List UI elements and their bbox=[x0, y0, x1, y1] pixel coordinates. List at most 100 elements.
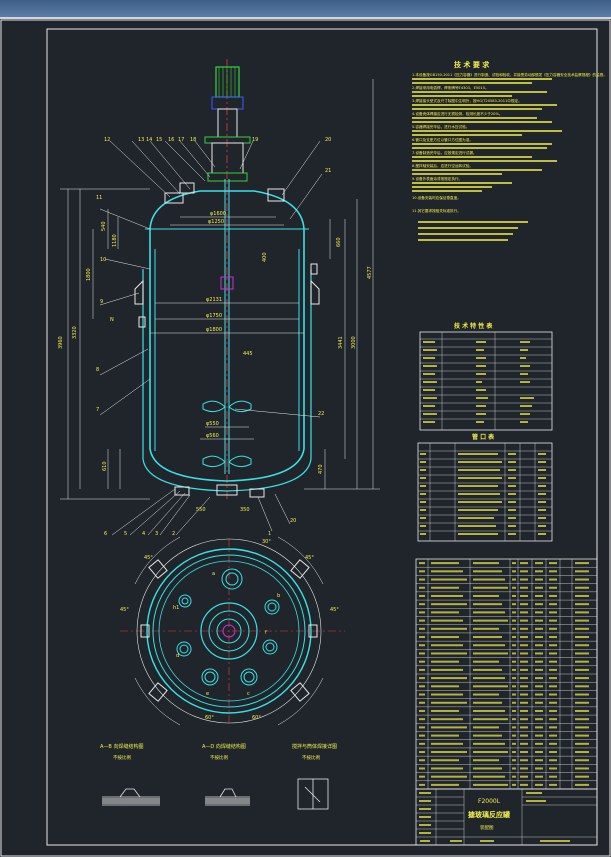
bom-cell-text bbox=[535, 660, 543, 663]
scale-label-3: 不按比例 bbox=[302, 754, 320, 761]
svg-text:18: 18 bbox=[190, 137, 196, 143]
bom-cell-text bbox=[549, 586, 557, 589]
titlebar-divider bbox=[0, 17, 611, 19]
bom-cell-text bbox=[575, 619, 589, 622]
bom-cell-text bbox=[549, 619, 557, 622]
bom-cell-text bbox=[431, 603, 467, 606]
bom-cell-text bbox=[520, 685, 528, 688]
bom-cell-text bbox=[512, 751, 516, 754]
bom-cell-text bbox=[512, 570, 516, 573]
bom-cell-text bbox=[520, 627, 528, 630]
bom-cell-text bbox=[473, 627, 499, 630]
bom-cell-text bbox=[419, 775, 425, 778]
bom-cell-text bbox=[520, 603, 528, 606]
bom-cell-text bbox=[512, 627, 516, 630]
svg-text:e: e bbox=[206, 691, 209, 697]
bom-cell-text bbox=[419, 619, 425, 622]
bom-cell-text bbox=[419, 668, 425, 671]
bom-cell-text bbox=[549, 709, 557, 712]
bom-cell-text bbox=[419, 660, 425, 663]
svg-text:11: 11 bbox=[96, 195, 102, 201]
bom-cell-text bbox=[419, 685, 425, 688]
bom-cell-text bbox=[512, 742, 516, 745]
dim-flange: 1180 bbox=[112, 234, 118, 247]
bom-cell-text bbox=[520, 594, 528, 597]
dim-mid-1: 445 bbox=[243, 351, 253, 357]
bom-cell-text bbox=[431, 742, 463, 745]
bom-cell-text bbox=[473, 767, 502, 770]
bom-cell-text bbox=[473, 693, 499, 696]
bom-cell-text bbox=[520, 701, 528, 704]
svg-text:13: 13 bbox=[138, 137, 144, 143]
bom-cell-text bbox=[535, 619, 543, 622]
bom-cell-text bbox=[549, 660, 557, 663]
bom-cell-text bbox=[535, 751, 543, 754]
bom-cell-text bbox=[535, 603, 543, 606]
view-label-3: 搅拌与筒体焊接详图 bbox=[292, 743, 337, 750]
bom-cell-text bbox=[520, 775, 528, 778]
svg-text:10: 10 bbox=[100, 257, 106, 263]
bom-cell-text bbox=[520, 644, 528, 647]
svg-text:14: 14 bbox=[146, 137, 152, 143]
svg-text:6: 6 bbox=[104, 531, 107, 537]
bom-cell-text bbox=[419, 734, 425, 737]
bom-cell-text bbox=[535, 693, 543, 696]
svg-text:10.设备安装时应保证垂直度。: 10.设备安装时应保证垂直度。 bbox=[412, 195, 461, 200]
bom-cell-text bbox=[431, 759, 459, 762]
bom-cell-text bbox=[535, 636, 543, 639]
bom-cell-text bbox=[549, 594, 557, 597]
title-block: F2000L 搪玻璃反应罐 装配图 bbox=[415, 788, 598, 846]
bom-cell-text bbox=[512, 586, 516, 589]
sheet-border-inner bbox=[46, 28, 598, 846]
bom-cell-text bbox=[575, 636, 589, 639]
bom-cell-text bbox=[473, 652, 508, 655]
bom-cell-text bbox=[419, 603, 425, 606]
bom-cell-text bbox=[473, 603, 502, 606]
svg-text:3.焊接接头型式及尺寸除图中注明外，按HG/T20583-2: 3.焊接接头型式及尺寸除图中注明外，按HG/T20583-2011中规定。 bbox=[412, 98, 522, 103]
svg-text:8: 8 bbox=[96, 367, 99, 373]
bom-cell-text bbox=[575, 627, 589, 630]
bom-cell-text bbox=[549, 734, 557, 737]
bom-cell-text bbox=[512, 611, 516, 614]
bom-cell-text bbox=[431, 570, 463, 573]
bom-cell-text bbox=[575, 759, 589, 762]
bom-cell-text bbox=[419, 693, 425, 696]
bom-cell-text bbox=[419, 586, 425, 589]
bom-cell-text bbox=[473, 783, 508, 786]
technical-requirements: 技 术 要 求 1.本设备按GB150-2011《压力容器》进行制造、试验和验收… bbox=[412, 60, 607, 241]
bom-cell-text bbox=[520, 759, 528, 762]
svg-text:1: 1 bbox=[268, 531, 271, 537]
bom-cell-text bbox=[549, 685, 557, 688]
svg-text:22: 22 bbox=[318, 411, 324, 417]
bom-cell-text bbox=[549, 562, 557, 565]
bom-cell-text bbox=[575, 652, 589, 655]
bom-cell-text bbox=[535, 718, 543, 721]
svg-text:11.其它要求按相关标准执行。: 11.其它要求按相关标准执行。 bbox=[412, 208, 461, 213]
svg-text:a: a bbox=[212, 571, 215, 577]
bom-cell-text bbox=[431, 677, 467, 680]
bom-cell-text bbox=[520, 709, 528, 712]
svg-text:4: 4 bbox=[142, 531, 145, 537]
svg-text:7.设备制造完毕后，应按规定进行试漏。: 7.设备制造完毕后，应按规定进行试漏。 bbox=[412, 150, 477, 155]
bom-cell-text bbox=[419, 611, 425, 614]
dim-mid-3: φ550 bbox=[206, 421, 219, 427]
bom-cell-text bbox=[431, 562, 459, 565]
bom-cell-text bbox=[535, 759, 543, 762]
bom-cell-text bbox=[535, 594, 543, 597]
bom-cell-text bbox=[549, 603, 557, 606]
bom-cell-text bbox=[473, 734, 502, 737]
bom-cell-text bbox=[512, 619, 516, 622]
bom-cell-text bbox=[512, 767, 516, 770]
bom-cell-text bbox=[549, 677, 557, 680]
svg-text:45°: 45° bbox=[144, 555, 153, 561]
weld-details: A—B 向焊缝结构图 A—D 向焊缝结构图 搅拌与筒体焊接详图 不按比例 不按比… bbox=[100, 743, 337, 810]
dim-dia-2: φ1250 bbox=[208, 219, 224, 225]
bom-cell-text bbox=[535, 570, 543, 573]
bom-cell-text bbox=[431, 636, 459, 639]
bom-cell-text bbox=[520, 570, 528, 573]
bom-cell-text bbox=[419, 701, 425, 704]
bom-cell-text bbox=[535, 562, 543, 565]
